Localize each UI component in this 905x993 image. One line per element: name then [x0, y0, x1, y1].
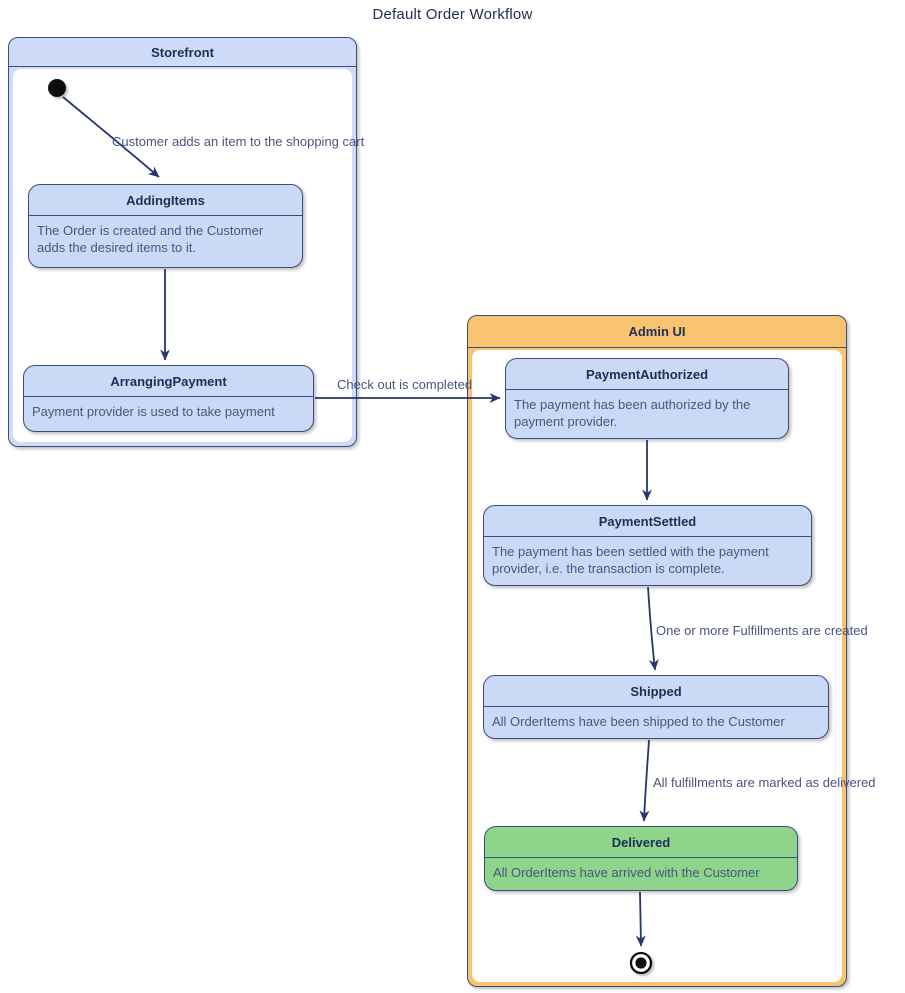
state-title: Delivered [485, 827, 797, 858]
state-description: All OrderItems have been shipped to the … [492, 714, 785, 729]
storefront-header: Storefront [9, 38, 356, 67]
diagram-title: Default Order Workflow [372, 6, 533, 23]
state-title: PaymentSettled [484, 506, 811, 537]
state-description: Payment provider is used to take payment [32, 404, 275, 419]
edge-label-fulfillments-created: One or more Fulfillments are created [656, 623, 868, 638]
state-payment-settled: PaymentSettled The payment has been sett… [483, 505, 812, 586]
state-description: All OrderItems have arrived with the Cus… [493, 865, 760, 880]
edge-label-check-out-completed: Check out is completed [337, 377, 473, 392]
state-title: ArrangingPayment [24, 366, 313, 397]
state-payment-authorized: PaymentAuthorized The payment has been a… [505, 358, 789, 439]
state-adding-items: AddingItems The Order is created and the… [28, 184, 303, 268]
admin-ui-header: Admin UI [468, 316, 846, 348]
state-delivered: Delivered All OrderItems have arrived wi… [484, 826, 798, 891]
edge-label-fulfillments-delivered: All fulfillments are marked as delivered [653, 775, 876, 790]
state-title: AddingItems [29, 185, 302, 216]
state-arranging-payment: ArrangingPayment Payment provider is use… [23, 365, 314, 432]
state-title: PaymentAuthorized [506, 359, 788, 390]
state-description: The payment has been authorized by the p… [514, 397, 751, 429]
edge-label-customer-adds-item: Customer adds an item to the shopping ca… [112, 134, 365, 149]
state-description: The payment has been settled with the pa… [492, 544, 769, 576]
state-title: Shipped [484, 676, 828, 707]
state-description: The Order is created and the Customer ad… [37, 223, 264, 255]
state-shipped: Shipped All OrderItems have been shipped… [483, 675, 829, 739]
